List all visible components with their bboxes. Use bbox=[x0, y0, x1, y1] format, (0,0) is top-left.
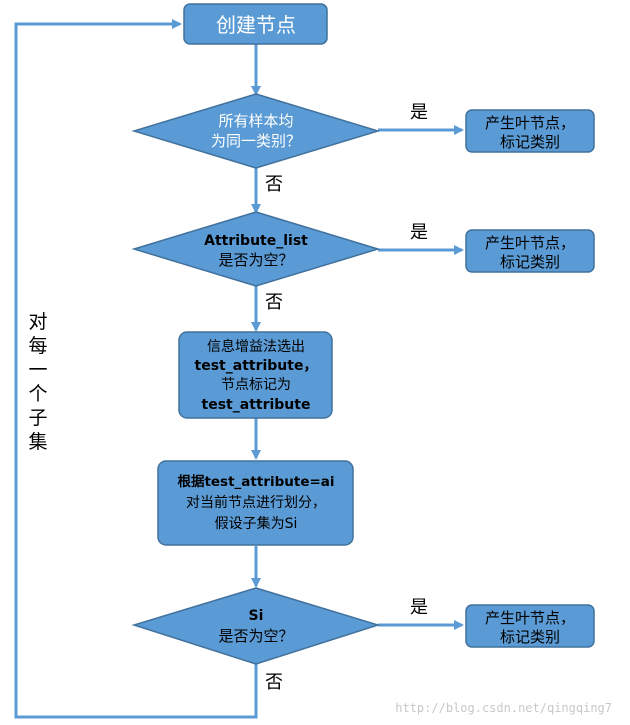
decision-subset-line2: 是否为空？ bbox=[218, 627, 293, 645]
decision-attribute-list-empty: Attribute_list 是否为空？ bbox=[131, 211, 381, 287]
leaf-node-3-line1: 产生叶节点， bbox=[485, 609, 575, 627]
process-select-attribute: 信息增益法选出 test_attribute， 节点标记为 test_attri… bbox=[178, 331, 333, 419]
process-select-attribute-line1: 信息增益法选出 bbox=[207, 338, 305, 355]
process-split-node: 根据test_attribute=ai 对当前节点进行划分， 假设子集为Si bbox=[157, 460, 354, 546]
leaf-node-2-line1: 产生叶节点， bbox=[485, 234, 575, 252]
process-split-node-line1: 根据test_attribute=ai bbox=[177, 473, 334, 490]
loop-label: 对 每 一 个 子 集 bbox=[28, 311, 47, 453]
process-split-node-line3: 假设子集为Si bbox=[215, 515, 298, 532]
start-node: 创建节点 bbox=[183, 3, 328, 45]
loop-label-char-4: 个 bbox=[28, 383, 47, 405]
connectors bbox=[14, 19, 464, 719]
leaf-node-2: 产生叶节点， 标记类别 bbox=[465, 229, 595, 273]
process-split-node-line2: 对当前节点进行划分， bbox=[186, 494, 326, 511]
decision-subset-empty: Si 是否为空？ bbox=[131, 587, 381, 665]
leaf-node-1-line2: 标记类别 bbox=[500, 133, 560, 151]
leaf-node-1-line1: 产生叶节点， bbox=[485, 114, 575, 132]
edge-label-no-1: 否 bbox=[265, 174, 283, 195]
edge-label-no-3: 否 bbox=[265, 672, 283, 693]
edge-label-yes-2: 是 bbox=[410, 222, 428, 243]
loop-label-char-1: 对 bbox=[28, 311, 47, 333]
decision-same-class-line2: 为同一类别？ bbox=[211, 132, 301, 150]
leaf-node-3: 产生叶节点， 标记类别 bbox=[465, 604, 595, 648]
decision-same-class: 所有样本均 为同一类别？ bbox=[131, 93, 381, 169]
leaf-node-3-line2: 标记类别 bbox=[500, 628, 560, 646]
leaf-node-2-line2: 标记类别 bbox=[500, 253, 560, 271]
watermark: http://blog.csdn.net/qingqing7 bbox=[395, 701, 612, 715]
edge-label-yes-1: 是 bbox=[410, 102, 428, 123]
loop-label-char-3: 一 bbox=[28, 359, 47, 381]
leaf-node-1: 产生叶节点， 标记类别 bbox=[465, 109, 595, 153]
edge-label-no-2: 否 bbox=[265, 292, 283, 313]
process-select-attribute-line3: 节点标记为 bbox=[221, 377, 291, 393]
edge-label-yes-3: 是 bbox=[410, 597, 428, 618]
loop-label-char-2: 每 bbox=[28, 335, 47, 357]
loop-label-char-6: 集 bbox=[28, 431, 47, 453]
decision-attribute-list-line2: 是否为空？ bbox=[218, 251, 293, 269]
start-node-label: 创建节点 bbox=[216, 13, 296, 37]
decision-same-class-line1: 所有样本均 bbox=[218, 112, 293, 130]
loop-label-char-5: 子 bbox=[28, 407, 47, 429]
decision-attribute-list-line1: Attribute_list bbox=[204, 233, 308, 249]
process-select-attribute-line4: test_attribute bbox=[202, 397, 311, 413]
arrow-loop-back bbox=[14, 19, 258, 719]
process-select-attribute-line2: test_attribute， bbox=[195, 358, 318, 374]
decision-subset-line1: Si bbox=[249, 608, 264, 624]
